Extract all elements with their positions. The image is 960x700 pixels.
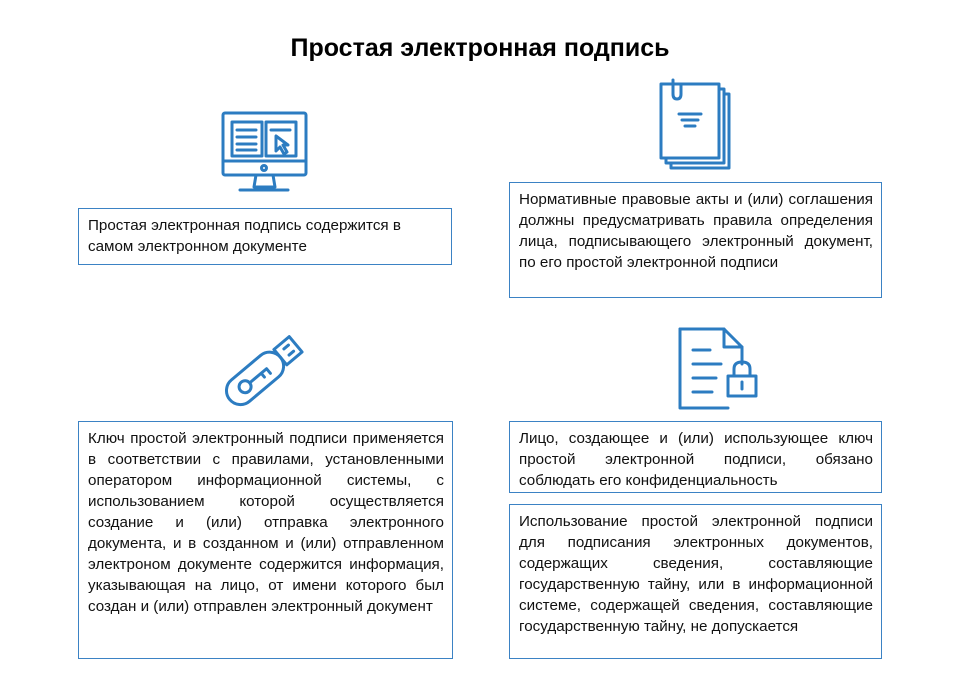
usb-key-icon	[215, 322, 315, 417]
card-text-key-usage: Ключ простой электронный подписи применя…	[78, 421, 453, 659]
document-lock-icon	[676, 326, 762, 412]
card-text-regulatory-acts: Нормативные правовые акты и (или) соглаш…	[509, 182, 882, 298]
documents-stack-icon	[655, 76, 737, 174]
card-text-state-secret: Использование простой электронной подпис…	[509, 504, 882, 659]
monitor-book-icon	[220, 110, 310, 198]
card-text-confidentiality: Лицо, создающее и (или) использующее клю…	[509, 421, 882, 493]
card-text-signature-in-document: Простая электронная подпись содержится в…	[78, 208, 452, 265]
page-title: Простая электронная подпись	[290, 34, 670, 62]
